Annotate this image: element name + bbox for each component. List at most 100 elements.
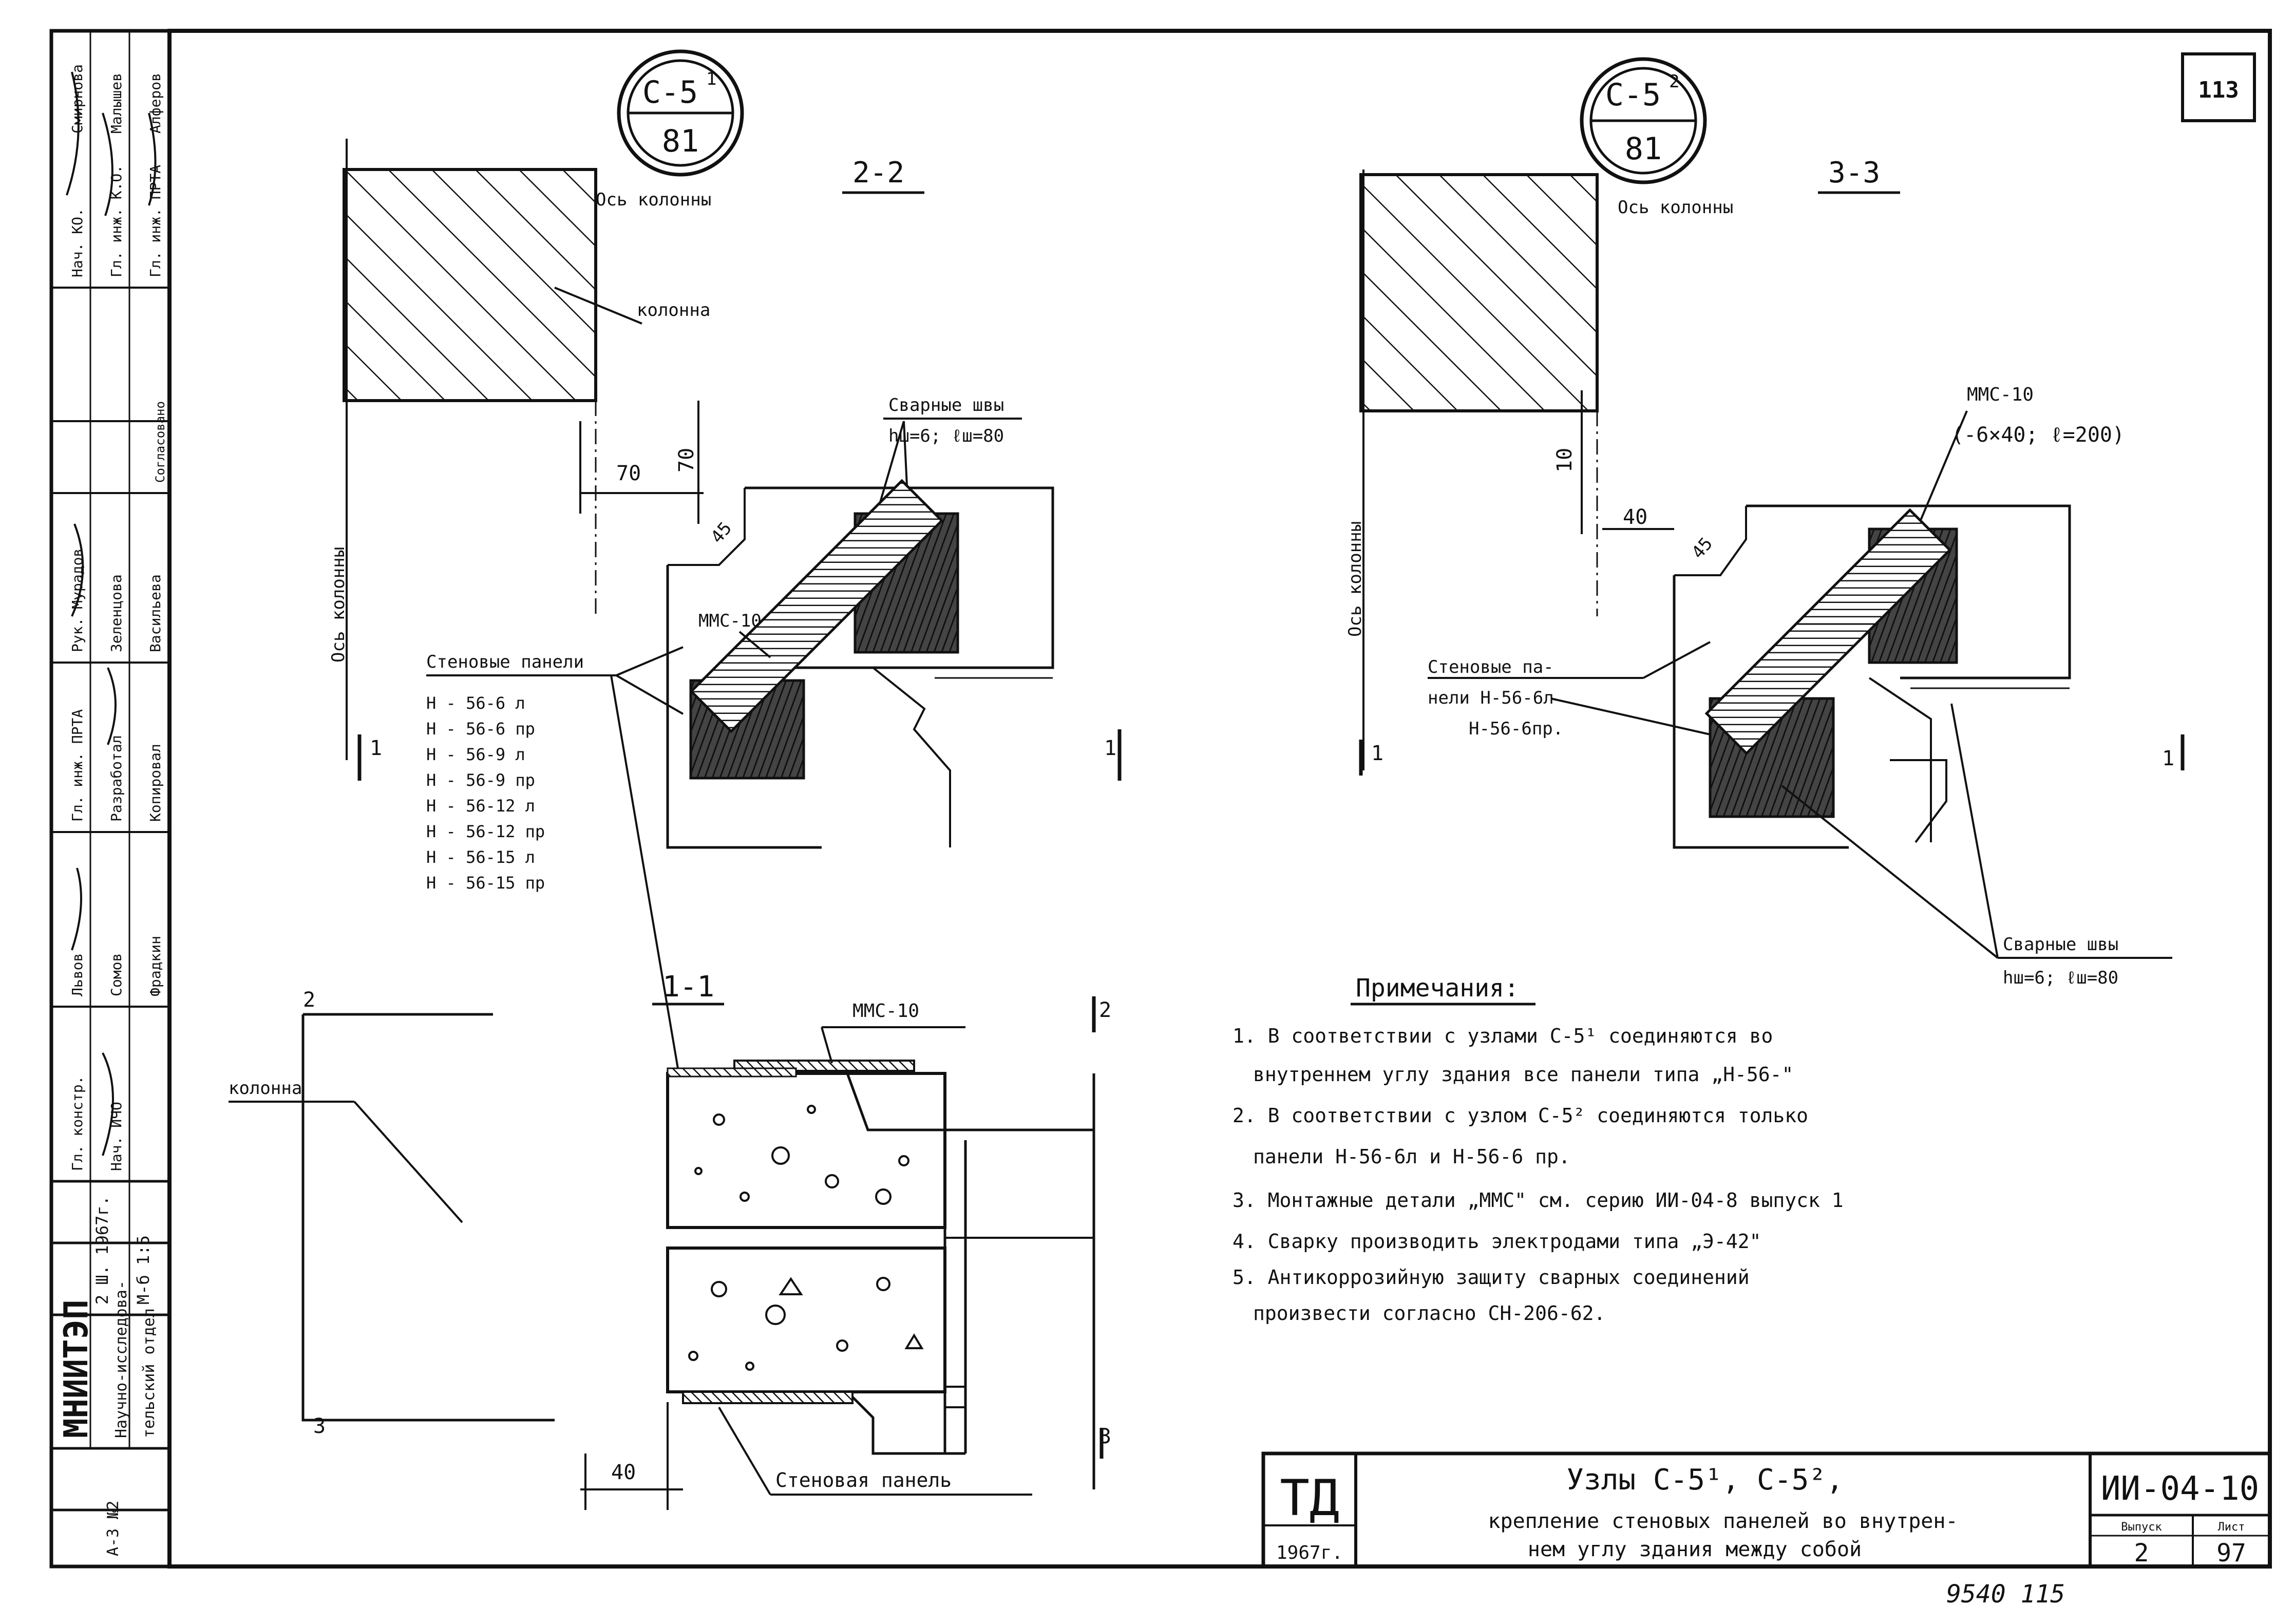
node-left-sup: 1 [706, 69, 716, 89]
stamp-row-0: Нач. КО. [69, 208, 86, 277]
stamp-signatures [66, 71, 157, 1156]
org-sub1: Научно-исследова- [112, 1280, 130, 1438]
dim-40-1-1: 40 [611, 1461, 636, 1484]
column-section-right [1359, 173, 1599, 412]
dim-40-right: 40 [1623, 505, 1647, 529]
section-1-1: 1-1 2 3 колонна ММС-10 2 [229, 970, 1111, 1510]
dim-45-right: 45 [1688, 534, 1717, 563]
org-name: МНИИТЭП [58, 1299, 96, 1438]
node-left-top: С-5 [642, 74, 698, 110]
bottom-plate-1-1 [682, 1391, 854, 1404]
right-view: С-5 2 81 3-3 Ось колонны ММС-10 (-6×40; … [1345, 57, 2185, 988]
notes-block: Примечания: 1. В соответствии с узлами С… [1233, 974, 1844, 1325]
connection-plate-left [689, 479, 944, 733]
side-stamp-frame [49, 29, 172, 1569]
cut-marker-right-a: 1 [1371, 742, 1383, 765]
vertical-axis-label-left: Ось колонны [328, 547, 349, 663]
panel-2: Н - 56-9 л [426, 745, 525, 764]
node-right-bottom: 81 [1625, 131, 1662, 167]
stamp-row-8: Фрадкин [147, 936, 164, 996]
column-axis-label-left: Ось колонны [596, 190, 711, 210]
column-label-1-1: колонна [229, 1078, 302, 1099]
org-sub2: тельский отдел [140, 1308, 158, 1438]
node-mark-left: С-5 1 81 [617, 49, 744, 177]
stamp-row-7: Львов [69, 953, 86, 996]
panel-7: Н - 56-15 пр [426, 873, 545, 893]
wall-panel-b-right [1673, 575, 1849, 849]
stamp-row-9-name: Нач. ИЧО [108, 1102, 125, 1171]
dim-70-v: 70 [675, 448, 698, 473]
cut-marker-2-b: 2 [1099, 998, 1111, 1022]
note-1: внутреннем углу здания все панели типа „… [1253, 1063, 1793, 1086]
panel-0: Н - 56-6 л [426, 693, 525, 713]
node-mark-right: С-5 2 81 [1580, 57, 1707, 184]
panel-5: Н - 56-12 пр [426, 822, 545, 841]
issue-value: 2 [2134, 1539, 2149, 1568]
side-stamp: МНИИТЭП Научно-исследова- тельский отдел… [51, 31, 169, 1556]
node-right-sup: 2 [1669, 71, 1679, 92]
panel-1: Н - 56-6 пр [426, 719, 535, 739]
stamp-row-7-name: Сомов [108, 953, 125, 996]
stamp-row-5-name: Разработал [108, 735, 125, 822]
stamp-row-4-name: Васильева [147, 574, 164, 652]
column-section-left [343, 168, 597, 402]
stamp-row-9: Гл. констр. [69, 1076, 86, 1171]
welds-params-left: hш=6; ℓш=80 [888, 426, 1004, 446]
panels-heading-right-2: нели Н-56-6л [1428, 688, 1554, 708]
column-axis-label-right: Ось колонны [1618, 197, 1733, 218]
mmc-label-right: ММС-10 [1967, 384, 2034, 405]
note-4: 3. Монтажные детали „ММС" см. серию ИИ-0… [1233, 1189, 1844, 1212]
stamp-bottom-note: А-3 №2 [104, 1501, 122, 1556]
mmc-label-1-1: ММС-10 [852, 1000, 919, 1022]
issue-label: Выпуск [2121, 1521, 2162, 1534]
page-number: 113 [2198, 77, 2239, 103]
wall-panel-lower-1-1 [666, 1247, 946, 1393]
cut-marker-3-a: 3 [313, 1414, 326, 1438]
note-3: панели Н-56-6л и Н-56-6 пр. [1253, 1145, 1570, 1168]
note-7: произвести согласно СН-206-62. [1253, 1302, 1605, 1325]
stamp-agreed: Согласовано [153, 401, 167, 483]
wall-panel-label-1-1: Стеновая панель [775, 1469, 952, 1491]
note-6: 5. Антикоррозийную защиту сварных соедин… [1233, 1266, 1750, 1289]
footer-code: 9540 115 [1946, 1580, 2065, 1609]
welds-label-left: Сварные швы [888, 395, 1004, 416]
stamp-row-2: Гл. инж. ПРТА [147, 165, 164, 277]
stamp-row-5: Гл. инж. ПРТА [69, 709, 86, 822]
connection-plate-right [1704, 508, 1952, 756]
stamp-year: 2 Ш. 1967г. [92, 1196, 112, 1305]
stamp-row-2-name: Алферов [147, 73, 164, 134]
title-line-1: Узлы С-5¹, С-5², [1566, 1463, 1843, 1497]
panel-3: Н - 56-9 пр [426, 770, 535, 790]
stamp-row-4: Зеленцова [108, 574, 125, 652]
cut-marker-right-b: 1 [2162, 747, 2174, 770]
panel-6: Н - 56-15 л [426, 847, 535, 867]
title-line-3: нем углу здания между собой [1528, 1538, 1862, 1561]
section-1-1-label: 1-1 [662, 970, 714, 1004]
note-2: 2. В соответствии с узлом С-5² соединяют… [1233, 1104, 1808, 1127]
section-2-2-label: 2-2 [852, 156, 904, 190]
cut-marker-1-left-a: 1 [370, 737, 382, 760]
section-3-3-label: 3-3 [1828, 156, 1880, 190]
welds-params-right: hш=6; ℓш=80 [2003, 968, 2118, 988]
column-label-left: колонна [637, 300, 710, 320]
cut-marker-2-a: 2 [303, 988, 315, 1012]
title-block: ТД 1967г. Узлы С-5¹, С-5², крепление сте… [1261, 1451, 2272, 1569]
note-5: 4. Сварку производить электродами типа „… [1233, 1230, 1761, 1253]
column-outline-1-1 [301, 1013, 555, 1422]
stamp-row-1-name: Малышев [108, 73, 125, 134]
node-right-top: С-5 [1605, 77, 1661, 113]
page-number-box: 113 [2181, 52, 2256, 122]
cut-marker-1-left-b: 1 [1104, 737, 1116, 760]
node-left-bottom: 81 [662, 123, 699, 159]
sheet-label: Лист [2218, 1521, 2245, 1534]
panels-heading-right-3: Н-56-6пр. [1469, 719, 1563, 739]
note-0: 1. В соответствии с узлами С-5¹ соединяю… [1233, 1025, 1773, 1047]
series-code: ИИ-04-10 [2101, 1470, 2259, 1508]
stamp-row-6: Копировал [147, 744, 164, 822]
wall-panel-b-left [666, 565, 822, 849]
sheet-value: 97 [2216, 1539, 2246, 1568]
left-view: С-5 1 81 2-2 Ось колонны колонна Сварные… [328, 49, 1122, 1069]
dim-10-right: 10 [1553, 448, 1577, 473]
welds-label-right: Сварные швы [2003, 934, 2118, 955]
